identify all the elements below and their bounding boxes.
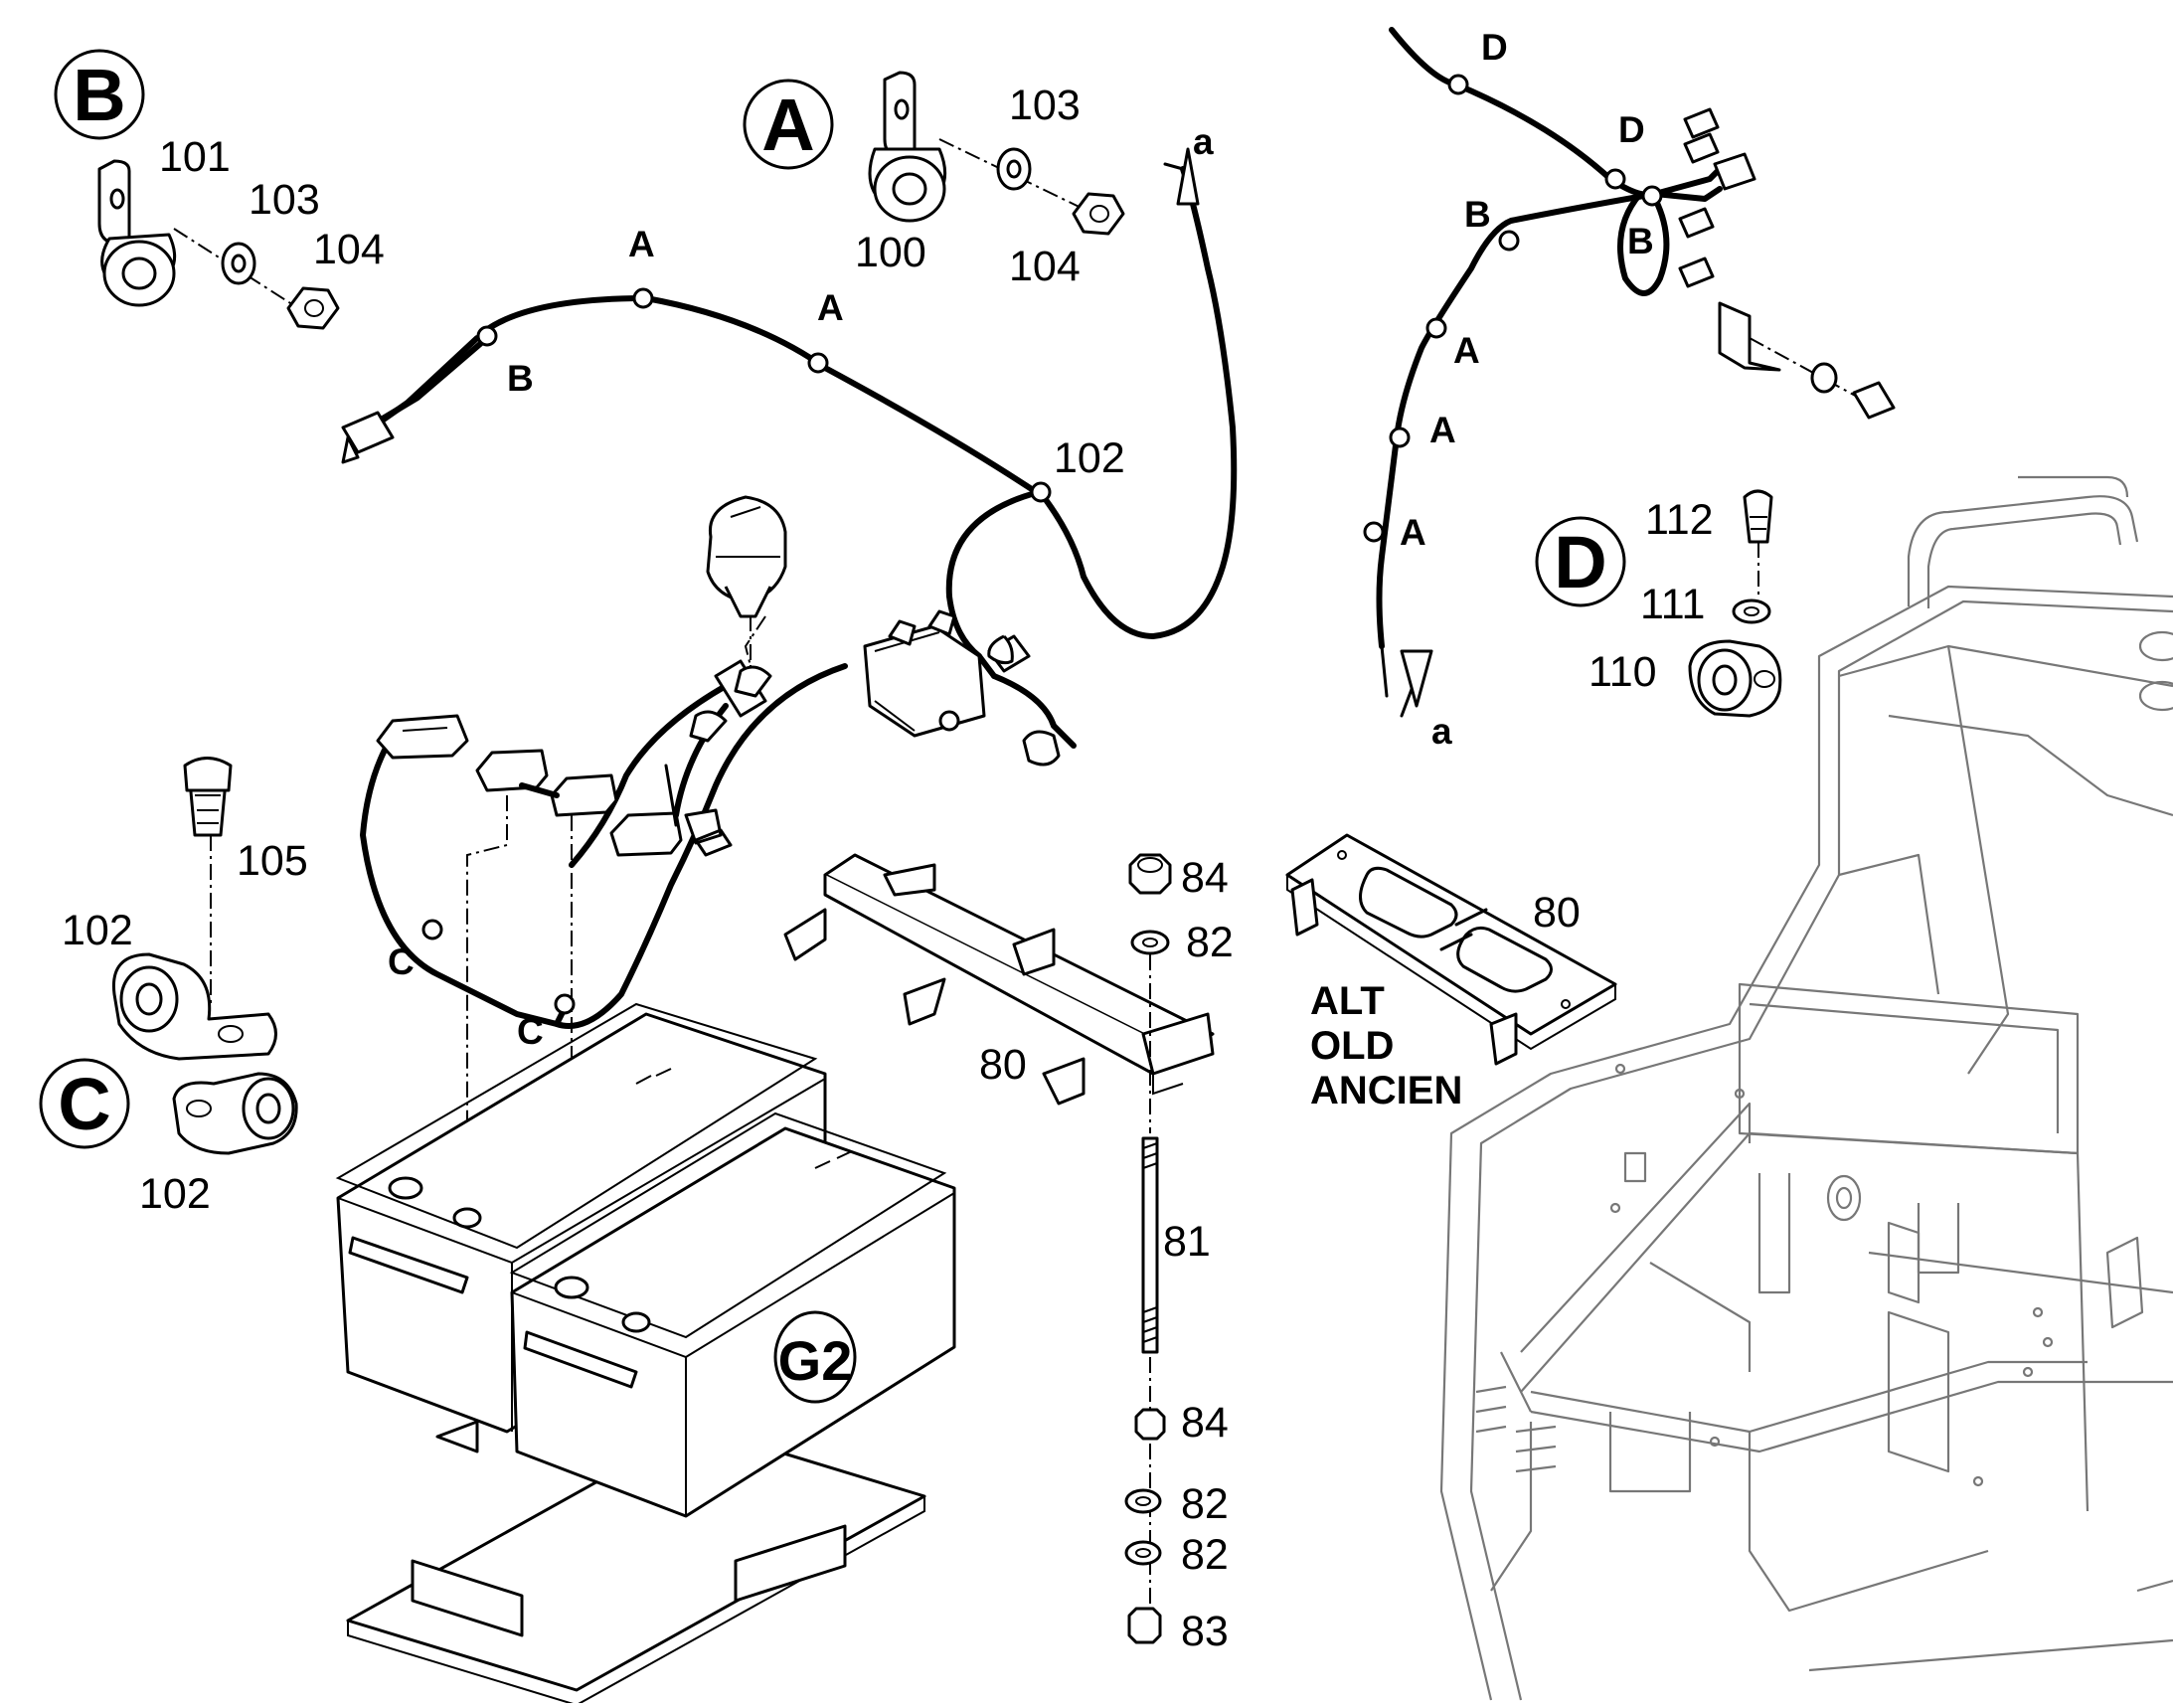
label-80-old: 80 bbox=[1533, 889, 1581, 937]
nut-83 bbox=[1127, 1607, 1162, 1644]
clip-marker-left-a1: A bbox=[628, 224, 655, 264]
nut-84-bottom bbox=[1134, 1408, 1166, 1441]
label-100: 100 bbox=[855, 229, 926, 276]
old-note-alt: ALT bbox=[1310, 979, 1385, 1023]
connector-box-1 bbox=[376, 714, 469, 760]
label-105: 105 bbox=[237, 837, 308, 885]
label-101: 101 bbox=[159, 133, 231, 181]
clip-marker-right-b2: B bbox=[1627, 221, 1654, 261]
connector-box-3 bbox=[550, 773, 618, 817]
clip-marker-right-d1: D bbox=[1481, 27, 1508, 68]
detail-d-clamp-assembly: D 112 111 110 bbox=[1535, 489, 1782, 718]
clip-marker-right-b1: B bbox=[1464, 194, 1491, 235]
clip-marker-left-b: B bbox=[507, 358, 534, 399]
label-82-bottom: 82 bbox=[1181, 1531, 1229, 1579]
old-version-plate-80: 80 ALT OLD ANCIEN bbox=[1285, 833, 1617, 1112]
nut-104-b bbox=[286, 286, 340, 330]
detail-a-callout-label: A bbox=[761, 84, 814, 166]
label-102-harness: 102 bbox=[1054, 434, 1125, 482]
washer-111 bbox=[1732, 598, 1771, 624]
washer-82-bottom bbox=[1124, 1540, 1162, 1566]
detail-c-callout-circle bbox=[39, 1058, 130, 1149]
battery-g2-label: G2 bbox=[778, 1329, 853, 1392]
clip-marker-left-c2: C bbox=[517, 1011, 544, 1052]
detail-a-clamp-assembly: A 103 100 104 bbox=[743, 71, 1125, 290]
machine-frame bbox=[1439, 475, 2173, 1701]
label-102-c-top: 102 bbox=[62, 907, 133, 954]
detail-b-callout-label: B bbox=[73, 54, 125, 136]
label-111: 111 bbox=[1640, 581, 1705, 628]
label-104-b: 104 bbox=[313, 226, 385, 273]
battery-front bbox=[510, 1126, 956, 1518]
detail-a-callout-circle bbox=[743, 79, 834, 170]
detail-c-clamp-assembly: C 105 102 102 bbox=[39, 757, 308, 1218]
label-80-frame: 80 bbox=[979, 1041, 1027, 1089]
label-84-bottom: 84 bbox=[1181, 1399, 1229, 1447]
mounting-stud-stack: 84 82 81 84 82 82 83 bbox=[1124, 853, 1234, 1655]
battery-set-g2: G2 bbox=[335, 1002, 956, 1707]
clip-marker-right-a3: A bbox=[1400, 512, 1426, 553]
arrow-label-a-left: a bbox=[1193, 121, 1214, 162]
detail-b-clamp-assembly: B 101 103 104 bbox=[54, 49, 385, 330]
main-wiring-harness: B A A C C a 102 bbox=[341, 121, 1238, 1273]
detail-c-callout-label: C bbox=[58, 1063, 110, 1145]
clip-marker-left-c1: C bbox=[388, 941, 415, 982]
detail-d-callout-label: D bbox=[1554, 521, 1606, 603]
detail-b-callout-circle bbox=[54, 49, 145, 140]
connector-box-4 bbox=[609, 811, 683, 857]
arrow-label-a-right: a bbox=[1431, 711, 1452, 752]
mounting-bracket bbox=[1718, 301, 1781, 372]
right-connector bbox=[1713, 152, 1756, 191]
nut-104-a bbox=[1072, 192, 1125, 236]
label-81: 81 bbox=[1163, 1218, 1211, 1266]
label-103-b: 103 bbox=[249, 176, 320, 224]
label-112: 112 bbox=[1645, 496, 1714, 544]
battery-isolator-switch bbox=[706, 495, 787, 603]
label-83: 83 bbox=[1181, 1608, 1229, 1655]
clip-marker-right-a2: A bbox=[1429, 410, 1456, 450]
connector-box-2 bbox=[475, 749, 549, 792]
label-102-c-bottom: 102 bbox=[139, 1170, 211, 1218]
nut-84-top bbox=[1128, 853, 1172, 895]
old-note-ancien: ANCIEN bbox=[1310, 1069, 1462, 1112]
label-103-a: 103 bbox=[1009, 82, 1081, 129]
label-110: 110 bbox=[1588, 648, 1657, 696]
washer-82-mid bbox=[1124, 1488, 1162, 1514]
threaded-stud-81 bbox=[1141, 1136, 1159, 1354]
detail-d-callout-circle bbox=[1535, 516, 1626, 607]
battery-hold-down-frame-80: 80 bbox=[783, 853, 1215, 1106]
old-note-old: OLD bbox=[1310, 1024, 1394, 1068]
label-82-mid: 82 bbox=[1181, 1480, 1229, 1528]
right-wiring-harness: D D B B A A A a bbox=[1363, 27, 1896, 752]
label-82-top: 82 bbox=[1186, 919, 1234, 966]
label-104-a: 104 bbox=[1009, 243, 1081, 290]
clip-marker-right-a1: A bbox=[1453, 330, 1480, 371]
clip-marker-right-d2: D bbox=[1618, 109, 1645, 150]
clip-marker-left-a2: A bbox=[817, 287, 844, 328]
washer-82-top bbox=[1130, 930, 1170, 955]
label-84-top: 84 bbox=[1181, 854, 1229, 902]
battery-g2-callout-circle bbox=[773, 1310, 857, 1404]
